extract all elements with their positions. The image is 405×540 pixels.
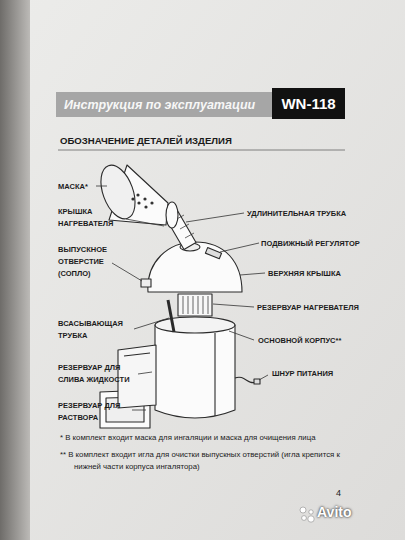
- hole: [150, 201, 153, 204]
- footnote: * В комплект входит маска для ингаляции …: [60, 432, 390, 443]
- body-seam: [214, 333, 215, 416]
- heater-reservoir: [178, 294, 212, 316]
- hole: [144, 205, 147, 208]
- node-text: WN-118: [281, 95, 335, 112]
- leader-line: [186, 213, 244, 222]
- leader-line: [134, 318, 169, 329]
- watermark: Avito: [317, 506, 377, 518]
- ridge: [183, 296, 184, 314]
- logo-dot: [309, 510, 313, 514]
- part-label: МАСКА*: [58, 181, 118, 193]
- logo-dot: [308, 516, 314, 522]
- leader-line: [229, 331, 254, 340]
- part-label: РЕЗЕРВУАР ДЛЯ СЛИВА ЖИДКОСТИ: [58, 362, 144, 386]
- tube-rib: [185, 233, 194, 238]
- part-label: КРЫШКА НАГРЕВАТЕЛЯ: [58, 206, 130, 230]
- binding-edge: [0, 0, 30, 540]
- model-badge: WN-118: [272, 88, 345, 119]
- tube-rib: [180, 224, 189, 229]
- main-body: [155, 325, 235, 418]
- part-label: ПОДВИЖНЫЙ РЕГУЛЯТОР: [261, 238, 401, 250]
- ridge: [188, 296, 189, 314]
- leader-line: [138, 372, 152, 374]
- part-label: ВСАСЫВАЮЩАЯ ТРУБКА: [58, 318, 132, 342]
- upper-cover: [148, 242, 242, 292]
- hole: [137, 201, 140, 204]
- watermark-logo: [300, 507, 314, 522]
- section-heading: ОБОЗНАЧЕНИЕ ДЕТАЛЕЙ ИЗДЕЛИЯ: [60, 135, 232, 146]
- leader-line: [213, 304, 254, 307]
- hole: [136, 193, 139, 196]
- suction-tube: [168, 300, 174, 332]
- heater-lid: [166, 202, 178, 228]
- part-label: РЕЗЕРВУАР ДЛЯ РАСТВОРА: [58, 400, 144, 424]
- mask-holes: [131, 193, 153, 208]
- leader-line: [96, 186, 107, 187]
- part-label: ШНУР ПИТАНИЯ: [272, 368, 400, 380]
- inhaler-drawing: [94, 161, 260, 428]
- ridge: [203, 296, 204, 314]
- leader-line: [112, 263, 142, 281]
- logo-dot: [300, 507, 306, 513]
- hole: [143, 197, 146, 200]
- node-text: Инструкция по эксплуатации: [64, 98, 255, 112]
- footnote: ** В комплект входит игла для очистки вы…: [60, 449, 352, 473]
- part-label: ВЕРХНЯЯ КРЫШКА: [268, 268, 398, 280]
- header-band: Инструкция по эксплуатации: [56, 92, 278, 117]
- hole: [131, 197, 134, 200]
- ridge: [193, 296, 194, 314]
- leader-line: [259, 375, 268, 380]
- leader-line: [220, 243, 259, 252]
- power-cord: [235, 377, 256, 383]
- part-label: РЕЗЕРВУАР НАГРЕВАТЕЛЯ: [257, 302, 401, 314]
- part-label: УДЛИНИТЕЛЬНАЯ ТРУБКА: [247, 208, 397, 220]
- leader-line: [126, 219, 164, 226]
- drain-line: [124, 353, 150, 356]
- ridge: [198, 296, 199, 314]
- ridge: [208, 296, 209, 314]
- part-label: ОСНОВНОЙ КОРПУС**: [258, 335, 398, 347]
- slider: [205, 248, 221, 259]
- nozzle: [141, 279, 151, 287]
- leader-line: [240, 273, 265, 275]
- part-label: ВЫПУСКНОЕ ОТВЕРСТИЕ (СОПЛО): [58, 244, 118, 280]
- ridges: [183, 296, 208, 314]
- logo-dot: [302, 516, 307, 521]
- page-number: 4: [336, 487, 356, 499]
- leader-line: [132, 410, 146, 411]
- body-top: [155, 317, 235, 333]
- heading-rule: [58, 150, 345, 151]
- mask-opening: [94, 161, 141, 224]
